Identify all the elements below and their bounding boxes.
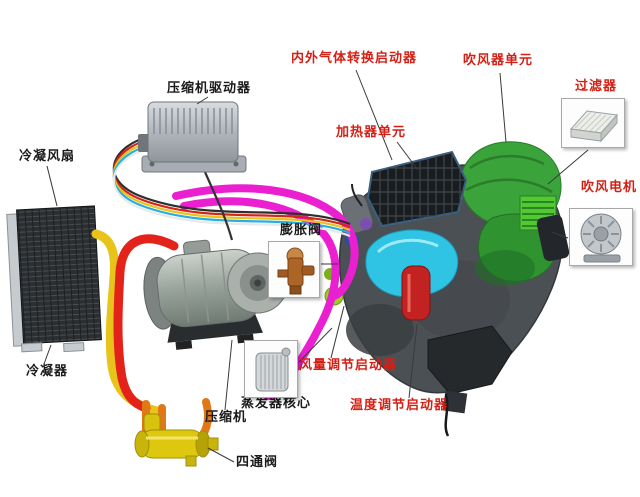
filter-callout — [561, 98, 625, 148]
condenser-label: 冷凝器 — [26, 364, 69, 379]
filter-panel-icon — [570, 110, 618, 143]
intake-actuator-label: 内外气体转换启动器 — [291, 51, 418, 66]
temperature-actuator-label: 温度调节启动器 — [350, 398, 449, 413]
air-volume-actuator-label: 风量调节启动器 — [299, 358, 398, 373]
four-way-valve-shape — [134, 413, 219, 467]
four-way-valve-label: 四通阀 — [236, 455, 279, 470]
hvac-assembly-shape — [324, 141, 570, 437]
blower-housing-shape — [460, 141, 562, 286]
evaporator-core-label: 蒸发器核心 — [241, 396, 312, 411]
expansion-valve-callout — [268, 241, 320, 298]
air-duct-shape — [365, 229, 459, 298]
blower-motor-callout — [569, 208, 633, 266]
condenser-shape — [6, 205, 102, 353]
compressor-label: 压缩机 — [205, 410, 248, 425]
expansion-valve-label: 膨胀阀 — [280, 223, 323, 238]
compressor-driver-label: 压缩机驱动器 — [167, 81, 252, 96]
blower-unit-label: 吹风器单元 — [463, 53, 534, 68]
heater-unit-label: 加热器单元 — [336, 125, 407, 140]
compressor-driver-shape — [138, 101, 247, 173]
evaporator-core-icon — [255, 347, 291, 392]
heater-grid-shape — [366, 150, 468, 228]
tube-red — [113, 234, 179, 413]
expansion-valve-icon — [277, 247, 315, 295]
temp-actuator-shape — [401, 265, 431, 321]
filter-label: 过滤器 — [575, 79, 618, 94]
condenser-fan-label: 冷凝风扇 — [19, 149, 76, 164]
blower-motor-icon — [580, 213, 622, 263]
blower-motor-label: 吹风电机 — [581, 180, 638, 195]
leader-lines — [43, 69, 589, 463]
evaporator-core-callout — [244, 340, 298, 398]
driver-wires — [112, 134, 351, 241]
